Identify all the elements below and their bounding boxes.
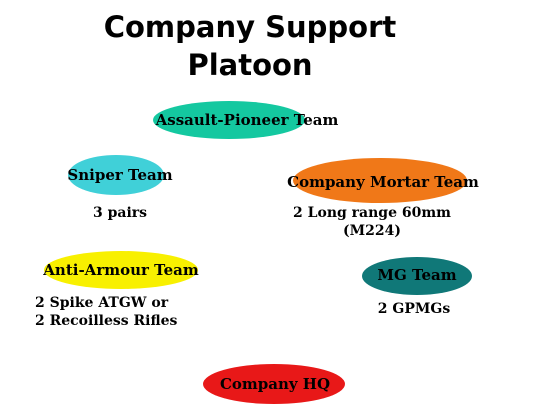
mortar-detail-line-2: (M224)	[343, 223, 401, 239]
diagram-title: Company Support Platoon	[0, 8, 500, 84]
anti-armour-detail-line-1: 2 Spike ATGW or	[35, 295, 169, 311]
mg-detail: 2 GPMGs	[377, 301, 451, 317]
hq-ellipse	[203, 364, 345, 404]
sniper-detail: 3 pairs	[92, 205, 148, 221]
sniper-label: Sniper Team	[67, 166, 173, 184]
anti-armour-label: Anti-Armour Team	[43, 261, 199, 279]
title-line-1: Company Support	[103, 10, 397, 44]
assault-pioneer-label: Assault-Pioneer Team	[155, 111, 339, 129]
mg-ellipse	[362, 257, 472, 295]
mortar-label: Company Mortar Team	[287, 173, 479, 191]
assault-pioneer-ellipse	[153, 101, 305, 139]
mortar-detail-line-1: 2 Long range 60mm	[293, 205, 451, 221]
anti-armour-ellipse	[44, 251, 198, 289]
mortar-detail: 2 Long range 60mm (M224)	[293, 204, 451, 240]
sniper-ellipse	[68, 155, 164, 195]
anti-armour-detail-line-2: 2 Recoilless Rifles	[35, 313, 178, 329]
title-line-2: Platoon	[187, 48, 313, 82]
mortar-ellipse	[293, 158, 467, 203]
mg-label: MG Team	[377, 266, 457, 284]
anti-armour-detail: 2 Spike ATGW or 2 Recoilless Rifles	[35, 294, 177, 330]
hq-label: Company HQ	[219, 375, 331, 393]
